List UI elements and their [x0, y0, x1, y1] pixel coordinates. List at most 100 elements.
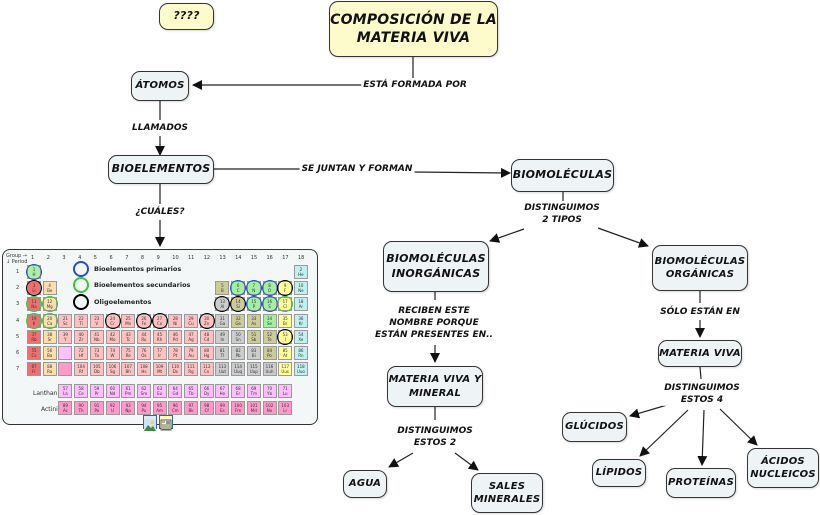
element-ring-oligo [26, 280, 42, 297]
element-cell: 32 Ge [231, 313, 246, 328]
group-axis-label: Group → [6, 253, 28, 259]
element-cell: 112 Cn [199, 362, 214, 377]
legend-ring-primary [73, 261, 89, 277]
element-cell: 85 At [278, 346, 293, 360]
node-title[interactable]: Composición de la materia viva [329, 1, 498, 57]
element-cell: 37 Rb [27, 329, 41, 344]
document-attachment-icon[interactable] [159, 415, 173, 431]
element-ring-oligo [135, 312, 152, 329]
element-ring-secondary [26, 296, 42, 313]
element-cell: 92 U [105, 401, 120, 415]
element-cell: 22 Ti [74, 313, 89, 328]
group-number: 17 [282, 255, 289, 261]
element-cell: 70 Yb [262, 384, 277, 398]
element-cell: 99 Es [215, 401, 230, 415]
element-cell: 58 Ce [74, 384, 89, 398]
element-cell: 84 Po [262, 346, 277, 360]
period-number: 3 [16, 301, 20, 308]
element-ring-primary [261, 280, 278, 297]
element-ring-oligo [277, 280, 294, 297]
node-biomoleculas-inorganicas[interactable]: Biomoléculas inorgánicas [383, 241, 489, 292]
element-cell: 98 Cf [199, 401, 214, 415]
period-number: 5 [16, 333, 20, 340]
node-agua[interactable]: Agua [343, 470, 387, 498]
element-cell: 97 Bk [184, 401, 198, 415]
element-ring-primary [245, 280, 262, 297]
element-cell: 57 La [58, 384, 73, 398]
image-attachment-icon[interactable] [143, 415, 157, 431]
periodic-table-image[interactable]: Group → ↓ Period Bioelementos primarios … [2, 249, 318, 425]
element-cell: 29 Cu [184, 313, 198, 328]
element-cell: 94 Pu [136, 401, 151, 415]
group-number: 4 [78, 255, 82, 261]
element-cell: 69 Tm [246, 384, 261, 398]
node-materia-viva-mineral[interactable]: Materia viva y mineral [387, 366, 483, 407]
element-ring-oligo [104, 312, 121, 329]
node-biomoleculas[interactable]: Biomoléculas [511, 159, 614, 192]
node-unknown[interactable]: ???? [159, 3, 214, 30]
legend-ring-oligo [73, 294, 89, 310]
link-label-organicas [597, 227, 649, 248]
element-cell: 102 No [262, 401, 277, 415]
element-cell: 73 Ta [89, 346, 104, 360]
element-cell: 31 Ga [215, 313, 230, 328]
node-sales-minerales[interactable]: Sales minerales [471, 473, 543, 513]
element-cell: 118 Uuo [293, 362, 308, 377]
element-cell: 67 Ho [215, 384, 230, 398]
period-number: 2 [16, 285, 20, 292]
element-cell: 36 Kr [293, 313, 308, 328]
group-number: 1 [31, 255, 35, 261]
element-cell: 80 Hg [199, 346, 214, 360]
element-cell: 113 Uut [215, 362, 230, 377]
node-atomos[interactable]: Átomos [131, 71, 189, 101]
element-cell: 34 Se [262, 313, 277, 328]
link-label-cuales: ¿Cuáles? [133, 205, 187, 219]
link-label-lipidos [639, 409, 689, 457]
node-bioelementos[interactable]: Bioelementos [108, 155, 214, 184]
element-cell: 108 Hs [136, 362, 151, 377]
element-ring-oligo [151, 312, 168, 329]
element-cell: 96 Cm [168, 401, 183, 415]
node-biomoleculas-organicas[interactable]: Biomoléculas orgánicas [652, 245, 748, 291]
link-label-sales [454, 452, 479, 471]
group-number: 14 [235, 255, 242, 261]
element-cell: 35 Br [278, 313, 293, 328]
element-cell: 21 Sc [58, 313, 73, 328]
group-number: 16 [266, 255, 273, 261]
element-cell: 18 Ar [293, 297, 308, 312]
node-materia-viva[interactable]: Materia viva [658, 340, 742, 367]
element-cell: 87 Fr [27, 362, 41, 377]
group-number: 18 [297, 255, 305, 261]
element-cell: 90 Th [74, 401, 89, 415]
image-icon [144, 419, 156, 431]
element-ring-primary [245, 296, 262, 313]
node-glucidos[interactable]: Glúcidos [562, 412, 627, 442]
node-lipidos[interactable]: Lípidos [592, 459, 646, 487]
element-ring-oligo [214, 296, 231, 313]
element-cell: 75 Re [121, 346, 136, 360]
link-label-acidos [719, 408, 758, 446]
group-number: 5 [93, 255, 97, 261]
element-cell: 66 Dy [199, 384, 214, 398]
node-acidos-nucleicos[interactable]: Ácidos nucleicos [747, 448, 819, 488]
element-cell: 76 Os [136, 346, 151, 360]
element-cell: 51 Sb [246, 329, 261, 344]
element-cell: 46 Pd [168, 329, 183, 344]
legend-secondary-label: Bioelementos secundarios [94, 281, 191, 289]
element-cell: 100 Fm [231, 401, 246, 415]
element-cell: 33 As [246, 313, 261, 328]
element-cell [58, 346, 73, 360]
element-cell: 48 Cd [199, 329, 214, 344]
element-cell: 116 Uuh [262, 362, 277, 377]
element-cell: 52 Te [262, 329, 277, 344]
element-cell: 47 Ag [184, 329, 198, 344]
element-cell: 91 Pa [89, 401, 104, 415]
element-cell: 65 Tb [184, 384, 198, 398]
element-cell: 106 Sg [105, 362, 120, 377]
legend-oligo-label: Oligoelementos [94, 298, 152, 306]
element-cell: 61 Pm [121, 384, 136, 398]
link-label-inorganicas [489, 228, 525, 243]
element-cell: 79 Au [184, 346, 198, 360]
node-proteinas[interactable]: Proteínas [666, 468, 736, 498]
